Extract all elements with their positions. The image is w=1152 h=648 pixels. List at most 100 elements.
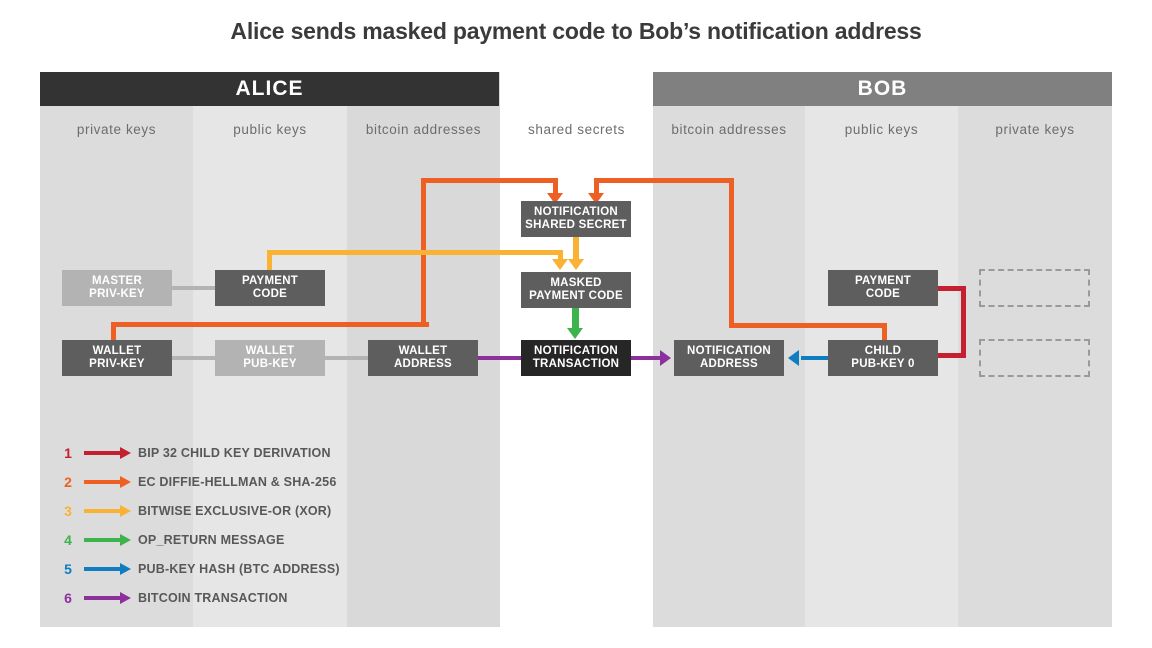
node-label: NOTIFICATION [534,345,618,357]
node-label: PUB-KEY 0 [851,358,915,370]
party-header-alice: ALICE [40,72,499,106]
node-label: TRANSACTION [532,358,620,370]
node-label: PAYMENT CODE [529,290,623,302]
page-title: Alice sends masked payment code to Bob’s… [230,18,922,44]
node-label: PUB-KEY [243,358,297,370]
node-label: PRIV-KEY [89,358,145,370]
node-label: PAYMENT [241,275,299,287]
ecdh-bob-child-pubkey-up-seg-2 [729,178,734,328]
legend-number: 6 [64,589,72,606]
legend: 1 BIP 32 CHILD KEY DERIVATION 2 EC DIFFIE-H… [60,438,340,612]
legend-arrow-icon [84,562,132,576]
legend-row-4: 4 OP_RETURN MESSAGE [60,525,340,554]
tx-notification-tx-to-address-arrowhead-0 [660,350,671,366]
column-caption-5: public keys [844,121,919,137]
legend-number: 1 [64,444,72,461]
wallet-pub-to-wallet-address-seg-0 [325,356,368,360]
xor-shared-secret-down-arrowhead-0 [568,259,584,270]
column-band-6 [958,72,1112,627]
ecdh-bob-child-pubkey-up-seg-1 [729,323,887,328]
bip32-payment-code-to-child-seg-0 [938,286,966,291]
opreturn-masked-to-tx-arrowhead-0 [567,328,583,339]
node-bob-ghost-priv-key-bot[interactable] [979,339,1090,377]
legend-label: BITCOIN TRANSACTION [138,590,288,605]
party-header-bob: BOB [653,72,1112,106]
ecdh-alice-wallet-priv-up-seg-3 [421,178,557,183]
node-label: NOTIFICATION [687,345,771,357]
xor-shared-secret-down-seg-0 [573,237,579,261]
tx-wallet-address-to-notification-tx-seg-0 [478,356,521,360]
node-label: SHARED SECRET [525,219,627,231]
legend-row-2: 2 EC DIFFIE-HELLMAN & SHA-256 [60,467,340,496]
wallet-priv-to-wallet-pub-seg-0 [172,356,215,360]
legend-row-3: 3 BITWISE EXCLUSIVE-OR (XOR) [60,496,340,525]
ecdh-alice-wallet-priv-up-seg-0 [111,322,116,342]
pubkeyhash-child-to-notification-address-arrowhead-0 [788,350,799,366]
legend-arrow-icon [84,591,132,605]
node-bob-ghost-priv-key-top[interactable] [979,269,1090,307]
legend-row-1: 1 BIP 32 CHILD KEY DERIVATION [60,438,340,467]
xor-payment-code-up-arrowhead-0 [552,259,568,270]
column-caption-0: private keys [76,121,157,137]
column-caption-6: private keys [995,121,1075,137]
tx-notification-tx-to-address-seg-0 [631,356,664,360]
bip32-payment-code-to-child-seg-1 [961,286,966,358]
ecdh-alice-wallet-priv-up-seg-1 [111,322,429,327]
node-label: CODE [252,288,288,300]
node-label: WALLET [398,345,448,357]
column-caption-1: public keys [233,121,307,137]
node-label: MASTER [91,275,143,287]
legend-row-6: 6 BITCOIN TRANSACTION [60,583,340,612]
xor-payment-code-up-seg-1 [267,250,563,255]
legend-number: 2 [64,473,72,490]
legend-label: BITWISE EXCLUSIVE-OR (XOR) [138,503,332,518]
node-label: CHILD [864,345,902,357]
node-label: MASKED [550,277,602,289]
ecdh-bob-child-pubkey-up-seg-3 [594,178,734,183]
legend-arrow-icon [84,533,132,547]
column-caption-3: shared secrets [528,121,625,137]
ecdh-bob-child-pubkey-up-arrowhead-0 [588,193,604,204]
node-label: PRIV-KEY [89,288,145,300]
node-label: NOTIFICATION [534,206,618,218]
legend-number: 4 [64,531,72,548]
ecdh-bob-child-pubkey-up-seg-4 [594,178,599,195]
legend-number: 3 [64,502,72,519]
node-label: ADDRESS [394,358,452,370]
legend-arrow-icon [84,446,132,460]
legend-label: EC DIFFIE-HELLMAN & SHA-256 [138,474,337,489]
xor-payment-code-up-seg-2 [558,250,563,261]
xor-payment-code-up-seg-0 [267,250,272,271]
column-caption-4: bitcoin addresses [671,121,787,137]
ecdh-alice-wallet-priv-up-arrowhead-0 [547,193,563,204]
node-label: WALLET [245,345,295,357]
master-priv-to-payment-code-seg-0 [172,286,215,290]
ecdh-alice-wallet-priv-up-seg-4 [553,178,558,195]
legend-label: OP_RETURN MESSAGE [138,532,285,547]
ecdh-bob-child-pubkey-up-seg-0 [882,323,887,343]
node-label: WALLET [92,345,142,357]
opreturn-masked-to-tx-seg-0 [572,308,579,330]
pubkeyhash-child-to-notification-address-seg-0 [801,356,828,360]
legend-arrow-icon [84,504,132,518]
legend-arrow-icon [84,475,132,489]
legend-label: BIP 32 CHILD KEY DERIVATION [138,445,331,460]
column-caption-2: bitcoin addresses [365,121,482,137]
node-label: CODE [865,288,901,300]
legend-number: 5 [64,560,72,577]
node-label: PAYMENT [854,275,912,287]
node-label: ADDRESS [700,358,758,370]
